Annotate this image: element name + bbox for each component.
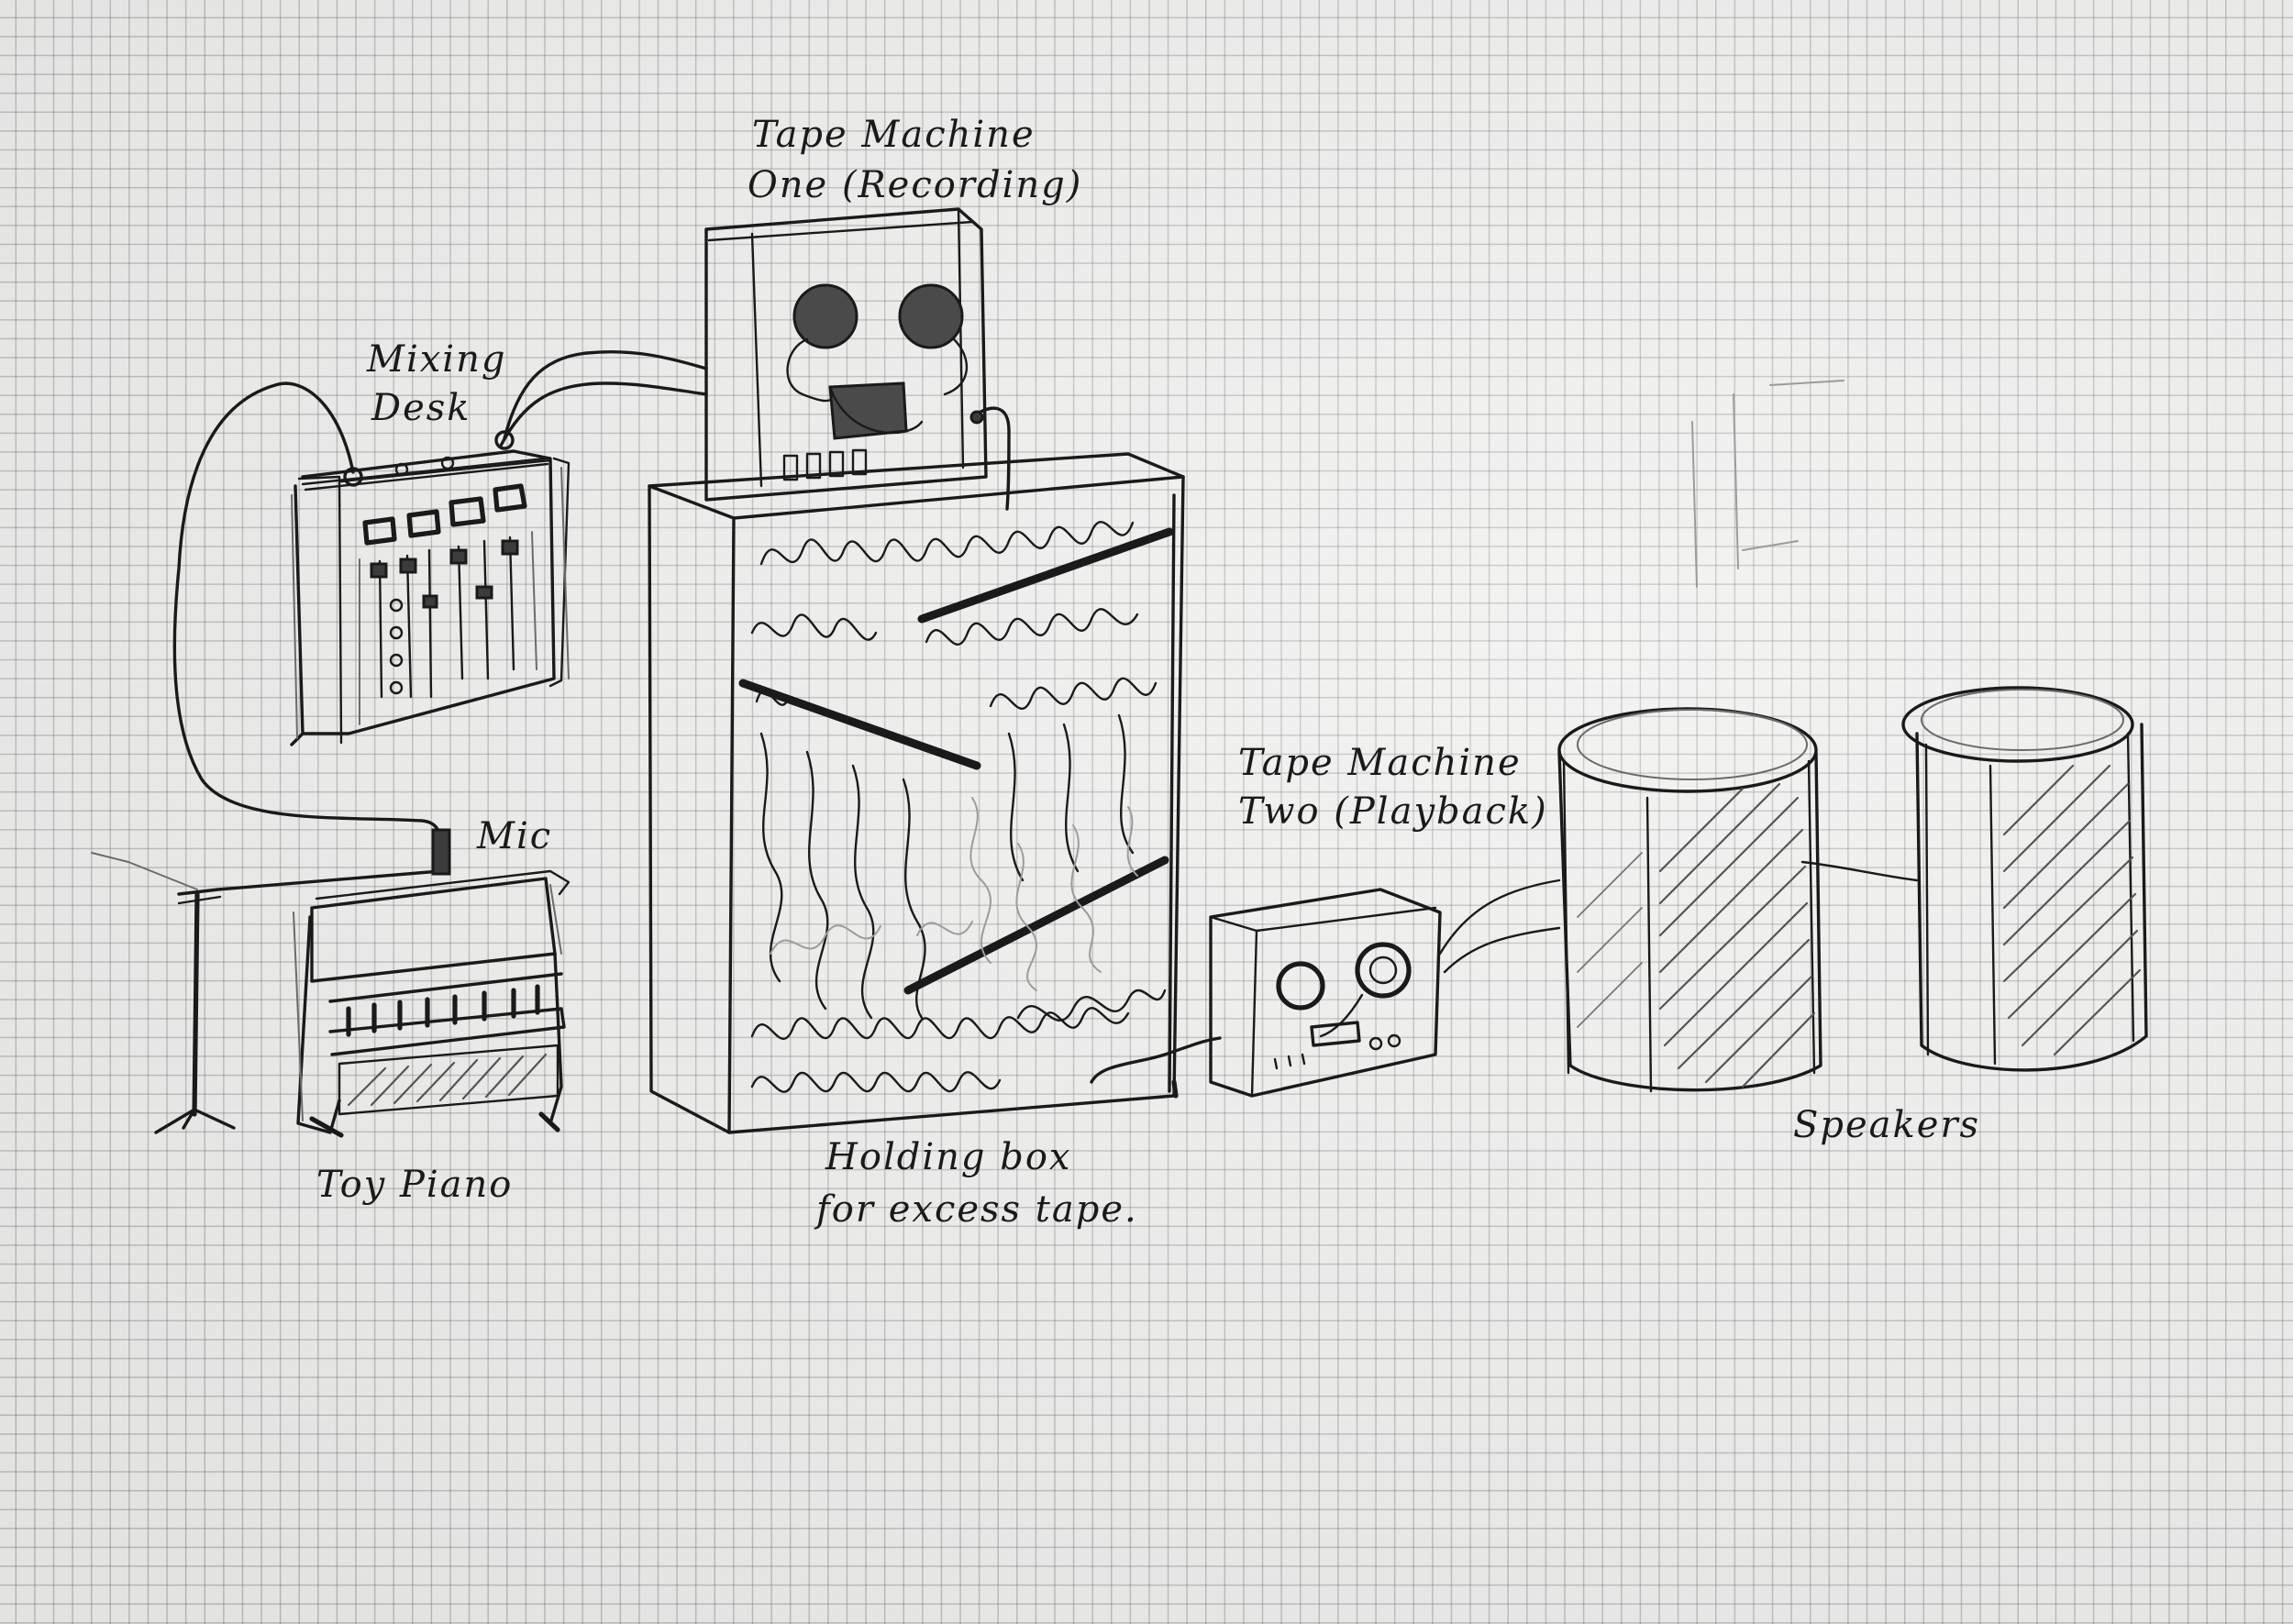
mic-stand: [92, 830, 449, 1132]
tape-machine-two: [1211, 889, 1440, 1096]
label-tape-machine-one: Tape Machine One (Recording): [748, 114, 1082, 206]
mixing-desk: [292, 432, 569, 745]
tape-machine-one-label-line1: Tape Machine: [752, 114, 1036, 156]
speaker-left: [1559, 709, 1821, 1091]
tape-machine-one: [706, 209, 986, 500]
holding-box-label-line2: for excess tape.: [814, 1188, 1138, 1231]
holding-box-label-line1: Holding box: [825, 1136, 1071, 1178]
mic-label: Mic: [476, 815, 552, 857]
tape-machine-one-label-line2: One (Recording): [748, 164, 1082, 206]
label-mixing-desk: Mixing Desk: [366, 338, 506, 429]
tape-machine-two-label-line2: Two (Playback): [1238, 790, 1548, 833]
label-tape-machine-two: Tape Machine Two (Playback): [1238, 742, 1548, 833]
mixing-desk-label-line2: Desk: [371, 387, 471, 429]
speakers-label: Speakers: [1793, 1104, 1980, 1146]
mixing-desk-label-line1: Mixing: [366, 338, 506, 381]
label-holding-box: Holding box for excess tape.: [814, 1136, 1138, 1231]
toy-piano-label: Toy Piano: [316, 1164, 513, 1206]
tape-machine-two-label-line1: Tape Machine: [1238, 742, 1522, 784]
toy-piano: [294, 871, 569, 1135]
holding-box: [649, 454, 1183, 1132]
speaker-right: [1903, 688, 2146, 1070]
